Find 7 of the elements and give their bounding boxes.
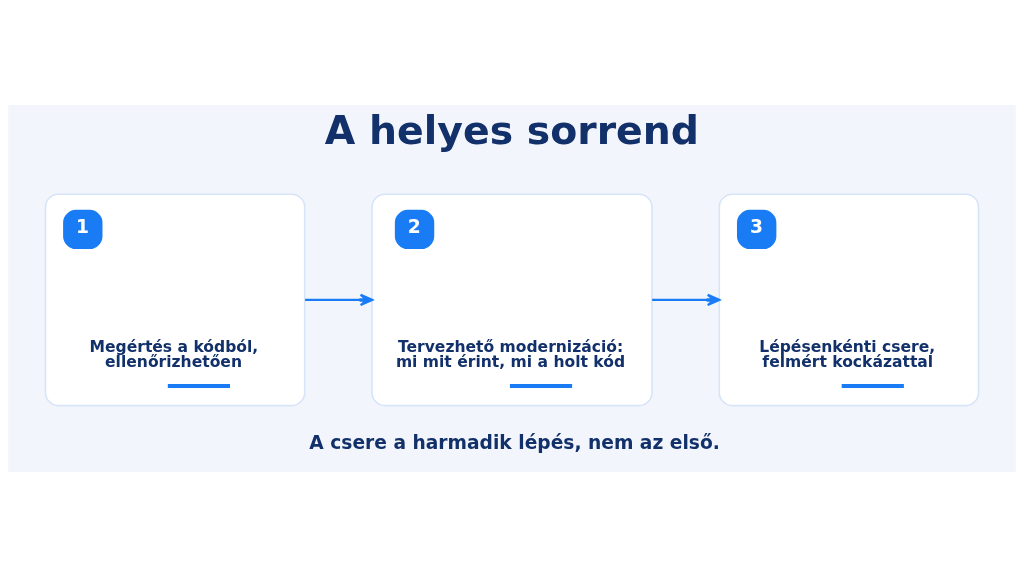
- caption: A csere a harmadik lépés, nem az első.: [309, 431, 720, 453]
- arrow: [652, 293, 721, 306]
- node-box: 3 Lépésenkénti csere, felmért kockázattal: [718, 192, 980, 406]
- arrow: [305, 293, 374, 306]
- node-box: 1 Megértés a kódból, ellenőrizhetően: [44, 192, 306, 406]
- diagram-title: A helyes sorrend: [324, 106, 700, 153]
- node-box: 2 Tervezhető modernizáció: mi mit érint, mi a holt kód: [371, 192, 653, 406]
